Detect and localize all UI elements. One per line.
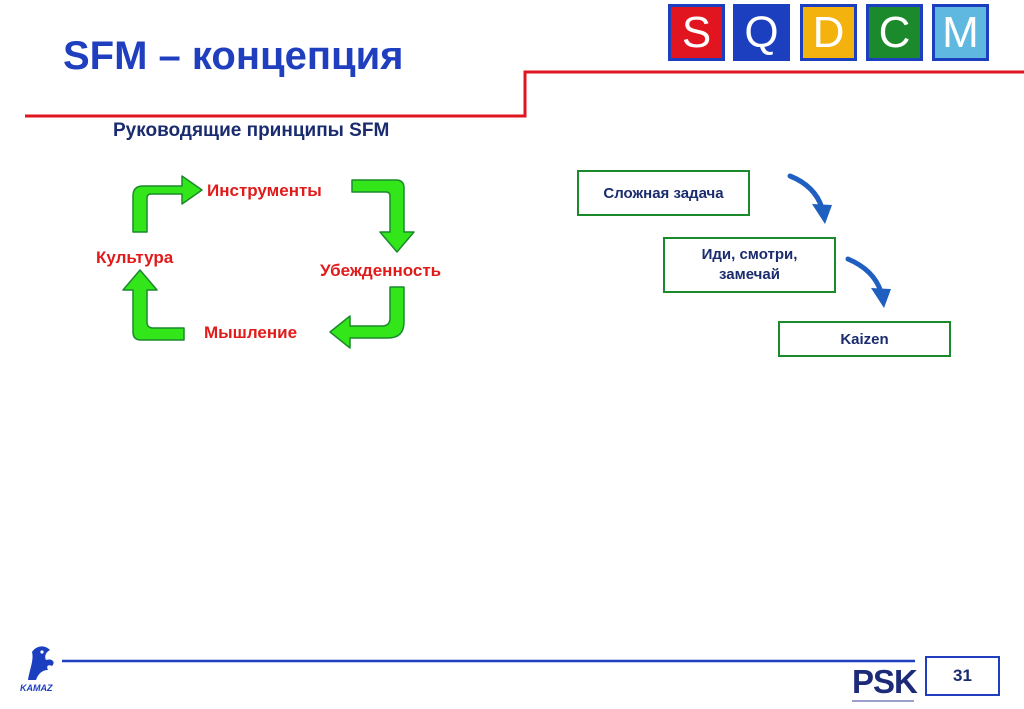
psk-logo-underline bbox=[852, 700, 914, 702]
kamaz-logo-text: KAMAZ bbox=[20, 683, 53, 693]
flow-arrow-2 bbox=[845, 256, 884, 295]
flow-step-label: Иди, смотри, замечай bbox=[701, 246, 798, 283]
flow-arrow-1 bbox=[787, 173, 825, 211]
kamaz-horse-icon bbox=[28, 646, 54, 680]
flow-arrowhead-2 bbox=[871, 288, 891, 308]
flow-step-go-see-notice: Иди, смотри, замечай bbox=[663, 237, 836, 293]
flow-step-label: Сложная задача bbox=[603, 184, 724, 202]
flow-step-label: Kaizen bbox=[840, 330, 889, 348]
sqdcm-tile-d: D bbox=[800, 4, 857, 61]
page-number-text: 31 bbox=[953, 666, 972, 685]
cycle-label-conviction: Убежденность bbox=[320, 261, 442, 280]
flow-arrows bbox=[787, 173, 891, 308]
cycle-arrow-thinking-to-culture bbox=[122, 269, 185, 341]
sqdcm-tile-m: M bbox=[932, 4, 989, 61]
cycle-label-culture: Культура bbox=[96, 248, 174, 267]
cycle-label-tools: Инструменты bbox=[207, 181, 322, 200]
psk-logo: PSK bbox=[852, 663, 918, 700]
footer-line bbox=[62, 659, 915, 663]
flow-arrowhead-1 bbox=[812, 204, 832, 224]
header-divider-line bbox=[25, 70, 1024, 118]
sqdcm-tile-q: Q bbox=[733, 4, 790, 61]
cycle-arrows bbox=[122, 175, 415, 349]
slide-title: SFM – концепция bbox=[63, 34, 404, 78]
slide-subtitle: Руководящие принципы SFM bbox=[113, 120, 390, 141]
cycle-arrow-culture-to-tools bbox=[132, 175, 203, 233]
flow-step-complex-task: Сложная задача bbox=[577, 170, 750, 216]
cycle-arrow-conviction-to-thinking bbox=[329, 286, 405, 349]
cycle-arrow-tools-to-conviction bbox=[351, 179, 415, 253]
page-number: 31 bbox=[925, 656, 1000, 696]
sqdcm-tile-s: S bbox=[668, 4, 725, 61]
sqdcm-tile-c: C bbox=[866, 4, 923, 61]
flow-step-kaizen: Kaizen bbox=[778, 321, 951, 357]
cycle-label-thinking: Мышление bbox=[204, 323, 298, 342]
